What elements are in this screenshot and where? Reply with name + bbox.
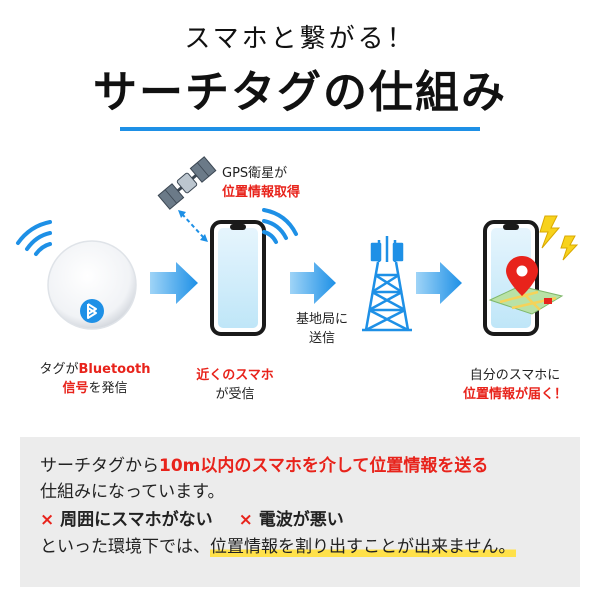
map-icon bbox=[488, 285, 564, 315]
nearby-phone-icon bbox=[210, 220, 266, 336]
station-label-line2: 送信 bbox=[308, 331, 335, 346]
condition-bad-signal: 電波が悪い bbox=[258, 510, 344, 530]
satellite-label: GPS衛星が bbox=[222, 166, 288, 181]
phone-caption: 近くのスマホ が受信 bbox=[170, 366, 300, 404]
panel-line1-red: 10m以内のスマホを介して位置情報を送る bbox=[159, 456, 489, 476]
arrow-right-icon bbox=[416, 262, 462, 304]
search-tag-icon bbox=[47, 240, 137, 330]
satellite-caption: GPS衛星が 位置情報取得 bbox=[222, 164, 300, 202]
tag-caption-pre: タグが bbox=[39, 362, 79, 377]
owner-caption-line2: 位置情報が届く！ bbox=[462, 387, 567, 402]
tag-caption: タグがBluetooth 信号を発信 bbox=[10, 360, 180, 398]
location-pin-icon bbox=[506, 256, 538, 296]
base-station-tower-icon bbox=[362, 236, 412, 332]
flow-illustration bbox=[16, 156, 579, 336]
arrow-right-icon bbox=[290, 262, 336, 304]
panel-line-3: × 周囲にスマホがない × 電波が悪い bbox=[40, 507, 344, 533]
station-caption: 基地局に 送信 bbox=[282, 310, 362, 348]
explanation-panel: サーチタグから10m以内のスマホを介して位置情報を送る 仕組みになっています。 … bbox=[20, 437, 580, 587]
panel-line-1: サーチタグから10m以内のスマホを介して位置情報を送る bbox=[40, 453, 488, 479]
phone-caption-post: が受信 bbox=[215, 387, 255, 402]
owner-caption-line1: 自分のスマホに bbox=[469, 368, 561, 383]
panel-line1-pre: サーチタグから bbox=[40, 456, 159, 476]
title-underline bbox=[120, 127, 480, 131]
satellite-icon bbox=[157, 156, 217, 210]
panel-line4-pre: といった環境下では、 bbox=[40, 537, 210, 557]
tag-caption-bluetooth: Bluetooth bbox=[78, 362, 151, 377]
condition-no-phone: 周囲にスマホがない bbox=[60, 510, 213, 530]
phone-caption-red: 近くのスマホ bbox=[196, 368, 274, 383]
satellite-label-red: 位置情報取得 bbox=[222, 185, 301, 200]
phone-signal-waves-icon bbox=[262, 208, 298, 244]
cross-icon: × bbox=[238, 510, 253, 530]
satellite-link-icon bbox=[178, 210, 208, 242]
panel-line-4: といった環境下では、位置情報を割り出すことが出来ません。 bbox=[40, 534, 516, 560]
arrow-right-icon bbox=[150, 262, 198, 304]
page-title: サーチタグの仕組み bbox=[93, 67, 507, 118]
signal-waves-icon bbox=[16, 220, 52, 256]
owner-caption: 自分のスマホに 位置情報が届く！ bbox=[440, 366, 590, 404]
cross-icon: × bbox=[40, 510, 55, 530]
tag-caption-post: を発信 bbox=[88, 381, 128, 396]
panel-line4-highlight: 位置情報を割り出すことが出来ません。 bbox=[210, 537, 516, 557]
header-subtitle: スマホと繋がる！ bbox=[184, 24, 416, 54]
lightning-icon bbox=[539, 215, 579, 261]
station-label-line1: 基地局に bbox=[295, 312, 348, 327]
panel-line-2: 仕組みになっています。 bbox=[40, 482, 225, 502]
tag-caption-signal: 信号 bbox=[62, 381, 89, 396]
